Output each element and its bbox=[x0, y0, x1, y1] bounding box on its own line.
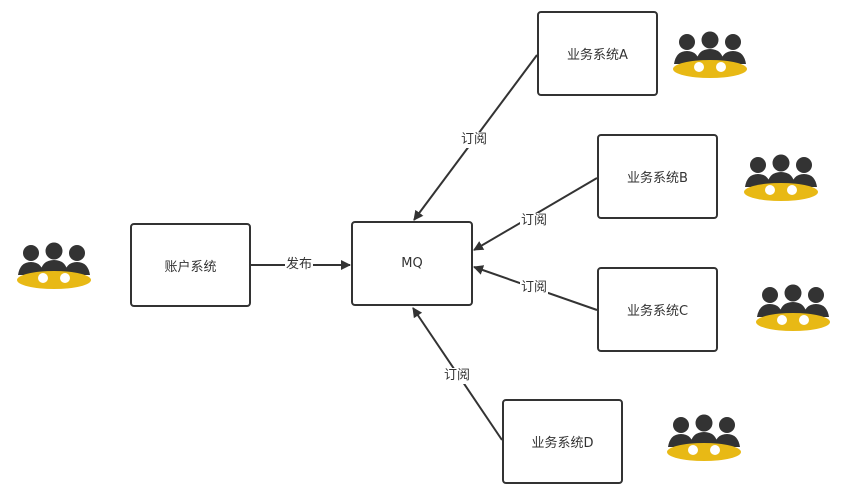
edge-label-sub-d: 订阅 bbox=[443, 368, 472, 384]
node-label: 业务系统A bbox=[567, 48, 628, 63]
node-label: 业务系统D bbox=[531, 436, 594, 451]
people-group-icon bbox=[672, 31, 748, 81]
node-label: 业务系统B bbox=[627, 171, 688, 186]
node-mq[interactable]: MQ bbox=[351, 221, 473, 306]
people-group-icon bbox=[755, 284, 831, 334]
node-account-system[interactable]: 账户系统 bbox=[130, 223, 251, 307]
edge-label-sub-a: 订阅 bbox=[460, 132, 489, 148]
node-label: 业务系统C bbox=[626, 304, 689, 319]
edge-label-sub-c: 订阅 bbox=[520, 280, 549, 296]
node-business-c[interactable]: 业务系统C bbox=[597, 267, 718, 352]
node-label: MQ bbox=[401, 256, 423, 271]
edge-label-publish: 发布 bbox=[285, 257, 314, 273]
people-group-icon bbox=[666, 414, 742, 464]
people-group-icon bbox=[16, 242, 92, 292]
node-business-d[interactable]: 业务系统D bbox=[502, 399, 623, 484]
edge-label-sub-b: 订阅 bbox=[520, 213, 549, 229]
node-business-a[interactable]: 业务系统A bbox=[537, 11, 658, 96]
node-business-b[interactable]: 业务系统B bbox=[597, 134, 718, 219]
node-label: 账户系统 bbox=[164, 259, 217, 275]
people-group-icon bbox=[743, 154, 819, 204]
